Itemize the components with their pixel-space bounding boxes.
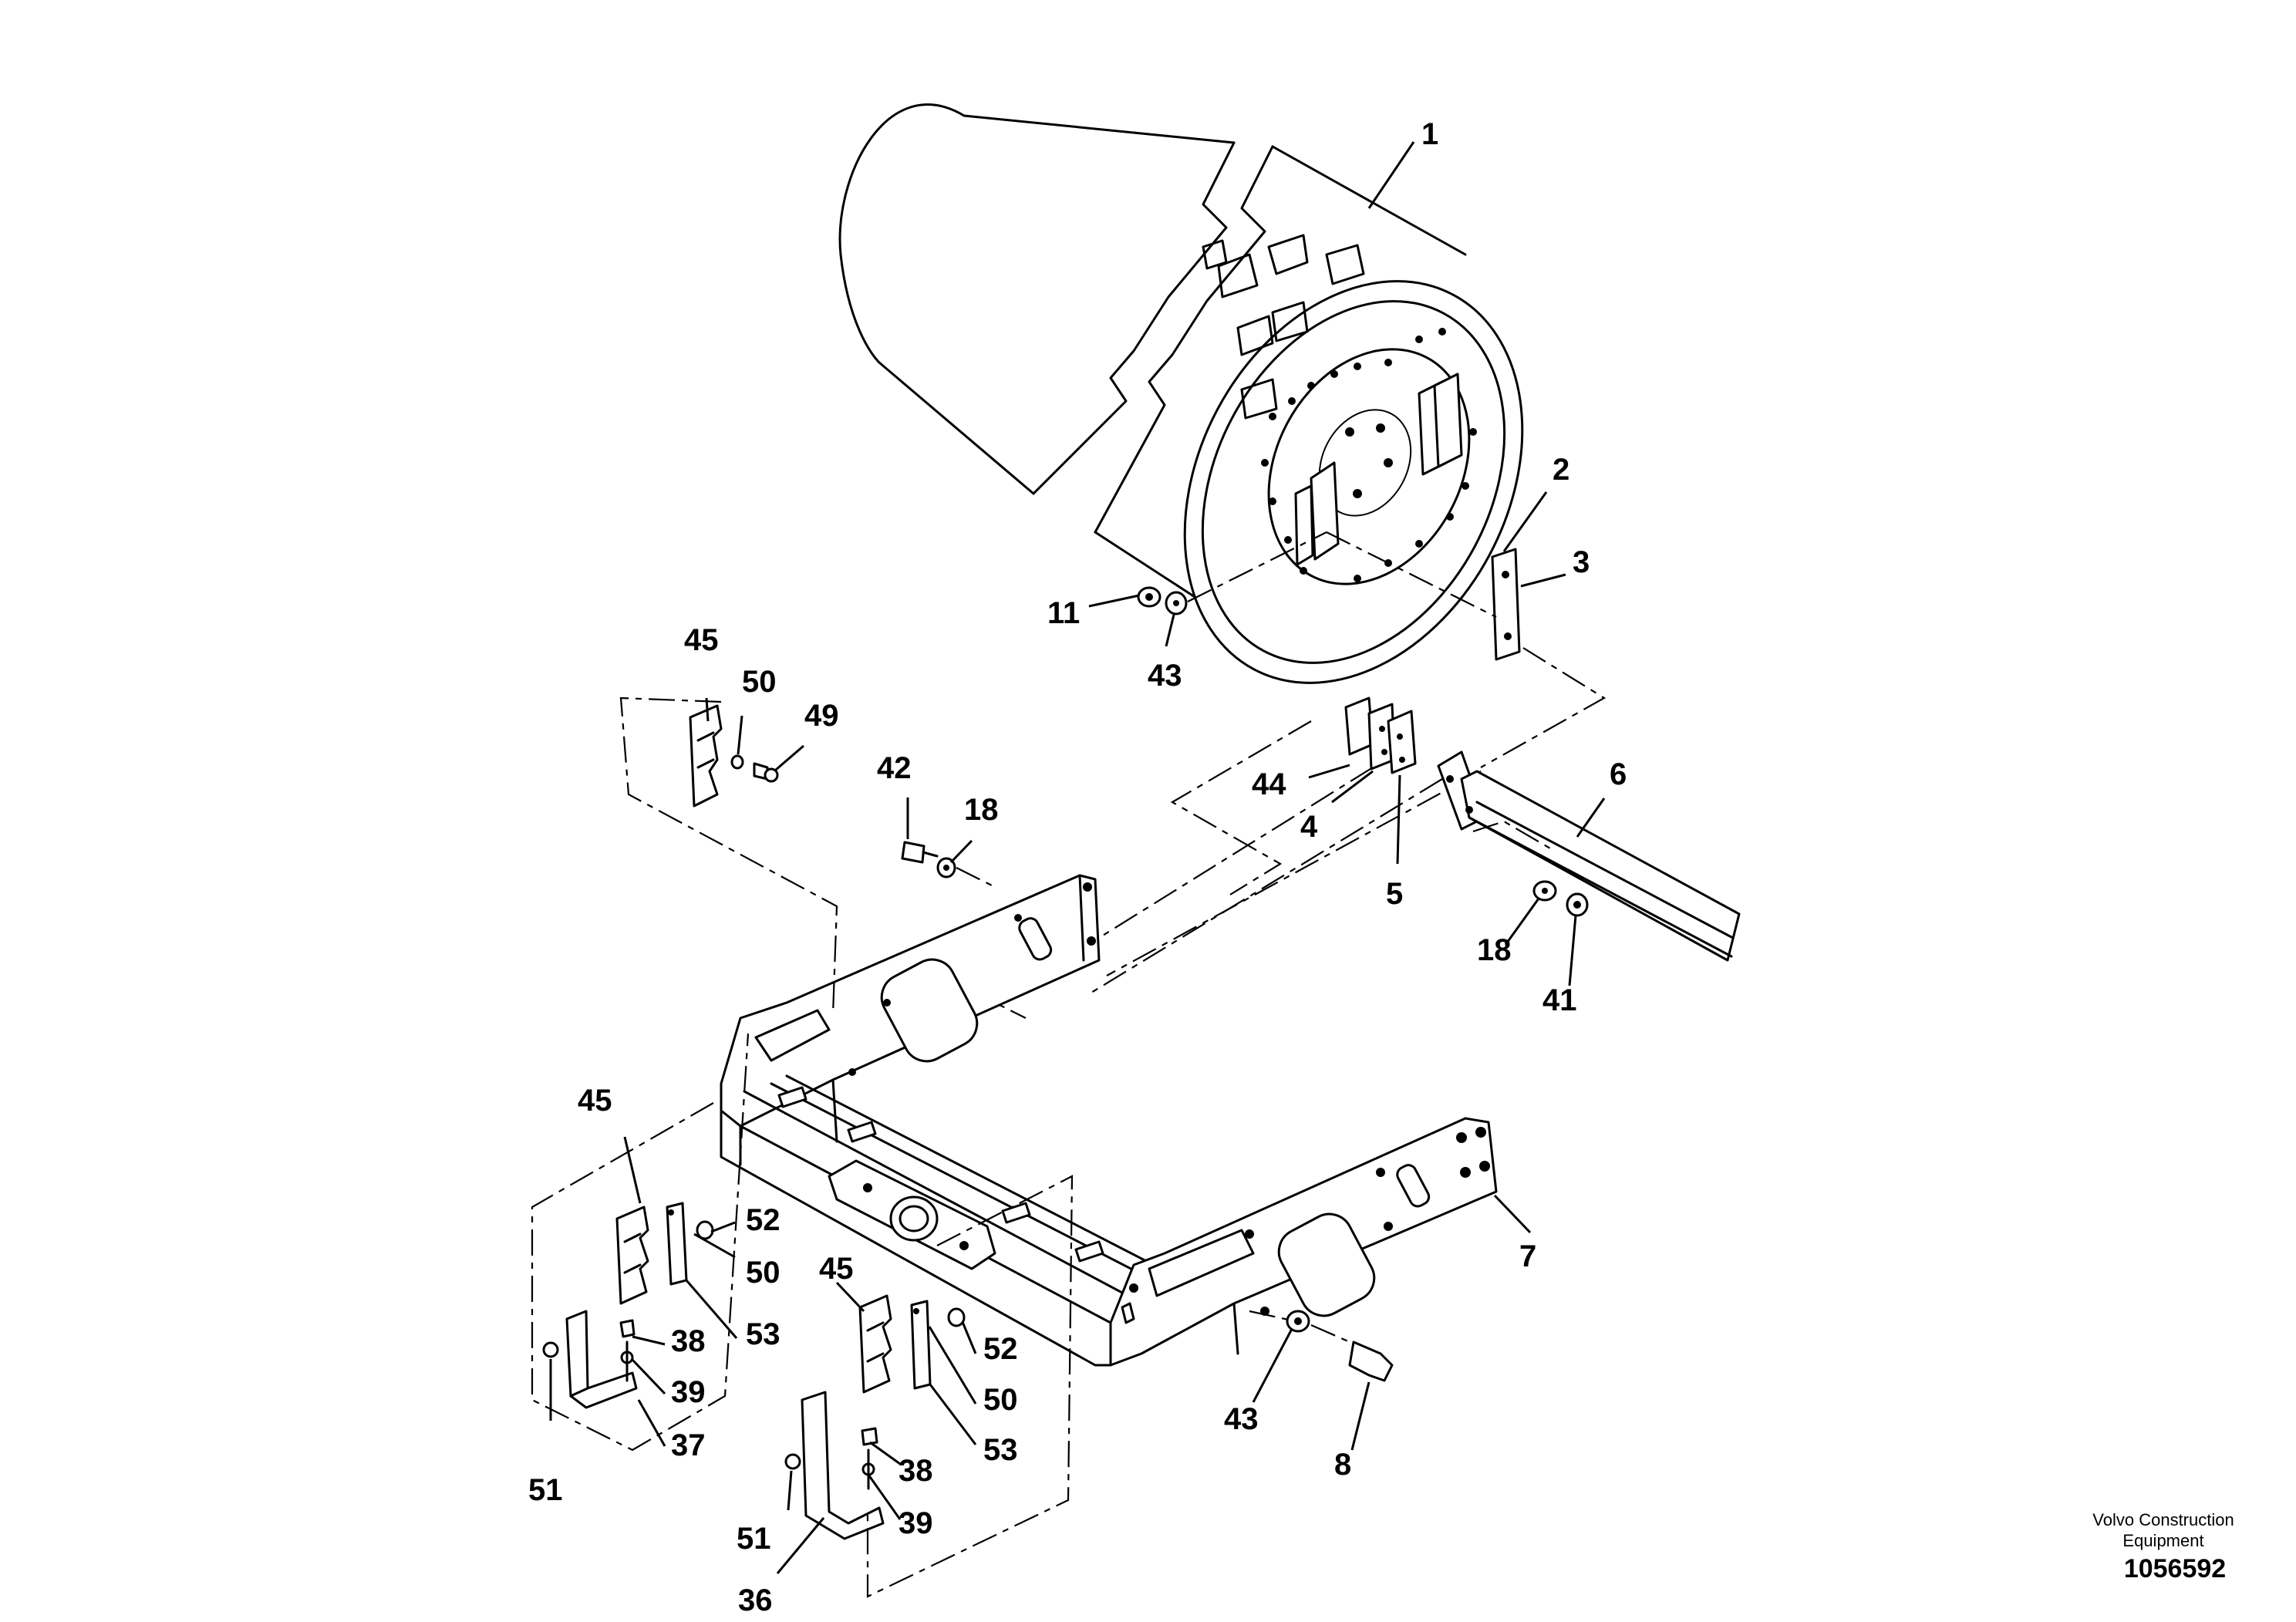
washer-18-top [936, 857, 956, 878]
callout-1: 1 [1421, 117, 1438, 151]
callout-45-right: 45 [819, 1252, 854, 1286]
callout-7: 7 [1519, 1239, 1536, 1273]
callout-52-left: 52 [746, 1203, 781, 1237]
callout-41: 41 [1542, 983, 1577, 1017]
callout-49: 49 [804, 699, 839, 733]
drum-pads [1202, 234, 1365, 420]
callout-43-bottom: 43 [1224, 1402, 1259, 1436]
clamp-group-left [542, 1202, 714, 1409]
bolt-42 [901, 841, 939, 864]
callout-38-left: 38 [671, 1324, 706, 1358]
callout-45-left: 45 [578, 1084, 612, 1118]
callout-50-top: 50 [742, 665, 777, 699]
callout-39-right: 39 [899, 1506, 933, 1540]
callout-50-right: 50 [983, 1383, 1018, 1417]
washer-43-bottom [1286, 1310, 1310, 1333]
callout-43-top: 43 [1148, 659, 1182, 693]
callout-labels: 1 2 3 11 43 45 50 49 42 18 44 4 5 6 18 4… [528, 117, 1627, 1617]
callout-11: 11 [1047, 596, 1080, 630]
callout-53-right: 53 [983, 1433, 1018, 1467]
callout-38-right: 38 [899, 1454, 933, 1488]
clamp-group-right [784, 1294, 966, 1540]
callout-6: 6 [1610, 757, 1627, 791]
callout-52-right: 52 [983, 1332, 1018, 1366]
callout-18-right: 18 [1477, 933, 1512, 967]
rubber-blocks [1344, 696, 1417, 774]
callout-3: 3 [1573, 545, 1590, 579]
callout-45-top: 45 [684, 623, 719, 657]
callout-8: 8 [1334, 1448, 1351, 1482]
bolt-8 [1348, 1340, 1394, 1382]
leader-lines [549, 141, 1606, 1574]
callout-53-left: 53 [746, 1317, 781, 1351]
company-name-line2: Equipment [2122, 1531, 2203, 1550]
arm-6 [1437, 750, 1741, 962]
plate-2-3 [1491, 548, 1521, 661]
callout-51-left: 51 [528, 1473, 563, 1507]
frame-7 [720, 874, 1498, 1367]
callout-18-top: 18 [964, 793, 999, 827]
callout-2: 2 [1553, 453, 1569, 487]
callout-39-left: 39 [671, 1375, 706, 1409]
callout-44: 44 [1252, 767, 1286, 801]
clamp-group-top [689, 704, 779, 808]
footer-block: Volvo Construction Equipment 1056592 [2092, 1510, 2234, 1583]
callout-4: 4 [1300, 810, 1318, 844]
callout-50-left: 50 [746, 1256, 781, 1290]
nut-41 [1566, 892, 1589, 917]
company-name-line1: Volvo Construction [2092, 1510, 2234, 1529]
callout-51-right: 51 [737, 1522, 771, 1556]
drawing-number: 1056592 [2124, 1554, 2226, 1583]
bolt-holes [1261, 328, 1477, 582]
washer-18-right [1532, 880, 1557, 902]
nut-11 [1137, 586, 1161, 608]
callout-36: 36 [738, 1583, 773, 1617]
drum [838, 103, 1524, 684]
callout-42: 42 [877, 751, 912, 785]
washer-43-top [1165, 591, 1188, 615]
callout-37: 37 [671, 1428, 706, 1462]
callout-5: 5 [1386, 877, 1403, 911]
